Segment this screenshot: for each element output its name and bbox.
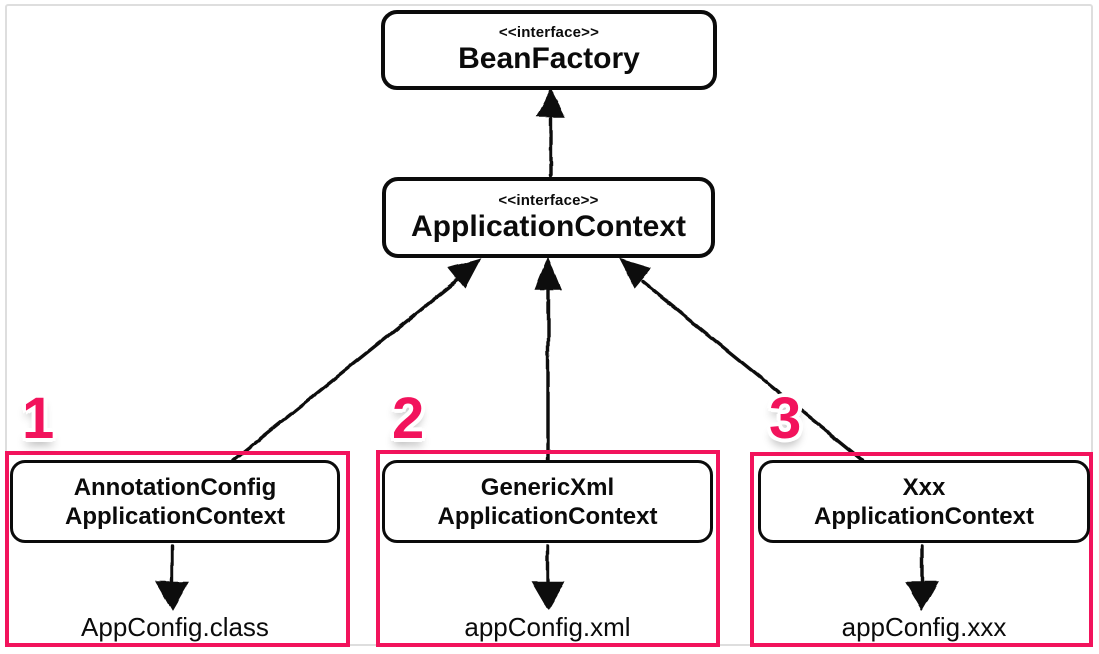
group-3-highlight <box>750 452 1093 647</box>
beanfactory-node: <<interface>> BeanFactory <box>381 10 717 90</box>
xxx-name-line2: ApplicationContext <box>814 502 1034 530</box>
beanfactory-name: BeanFactory <box>458 42 640 75</box>
annotationconfig-class-node: AnnotationConfig ApplicationContext <box>10 460 340 543</box>
badge-3: 3 <box>769 386 802 451</box>
genericxml-name-line2: ApplicationContext <box>437 502 658 530</box>
beanfactory-stereotype: <<interface>> <box>498 24 600 41</box>
arrow-genericxml-to-appconfig-xml <box>531 544 565 611</box>
genericxml-name-line1: GenericXml <box>480 473 615 501</box>
arrow-annotationconfig-to-appconfig-class <box>155 544 189 611</box>
applicationcontext-node: <<interface>> ApplicationContext <box>382 177 715 258</box>
applicationcontext-stereotype: <<interface>> <box>498 191 599 209</box>
arrow-xxx-to-appconfig-xxx <box>905 544 939 611</box>
badge-2: 2 <box>392 386 425 451</box>
group-2-highlight <box>376 450 720 647</box>
badge-1: 1 <box>22 386 55 451</box>
arrow-applicationcontext-to-beanfactory <box>536 88 566 178</box>
arrow-annotationconfig-to-applicationcontext <box>231 258 482 462</box>
arrow-xxx-to-applicationcontext <box>618 258 864 462</box>
artifact-appconfig-class: AppConfig.class <box>81 612 269 642</box>
xxx-name-line1: Xxx <box>902 473 946 501</box>
applicationcontext-name: ApplicationContext <box>411 209 686 243</box>
artifact-appconfig-xxx: appConfig.xxx <box>841 612 1007 642</box>
artifact-appconfig-xml: appConfig.xml <box>464 612 631 642</box>
annotationconfig-name-line2: ApplicationContext <box>65 502 285 530</box>
genericxml-class-node: GenericXml ApplicationContext <box>382 460 713 543</box>
group-1-highlight <box>5 451 350 647</box>
xxx-class-node: Xxx ApplicationContext <box>758 460 1090 543</box>
arrow-genericxml-to-applicationcontext <box>534 256 562 464</box>
annotationconfig-name-line1: AnnotationConfig <box>73 473 277 501</box>
